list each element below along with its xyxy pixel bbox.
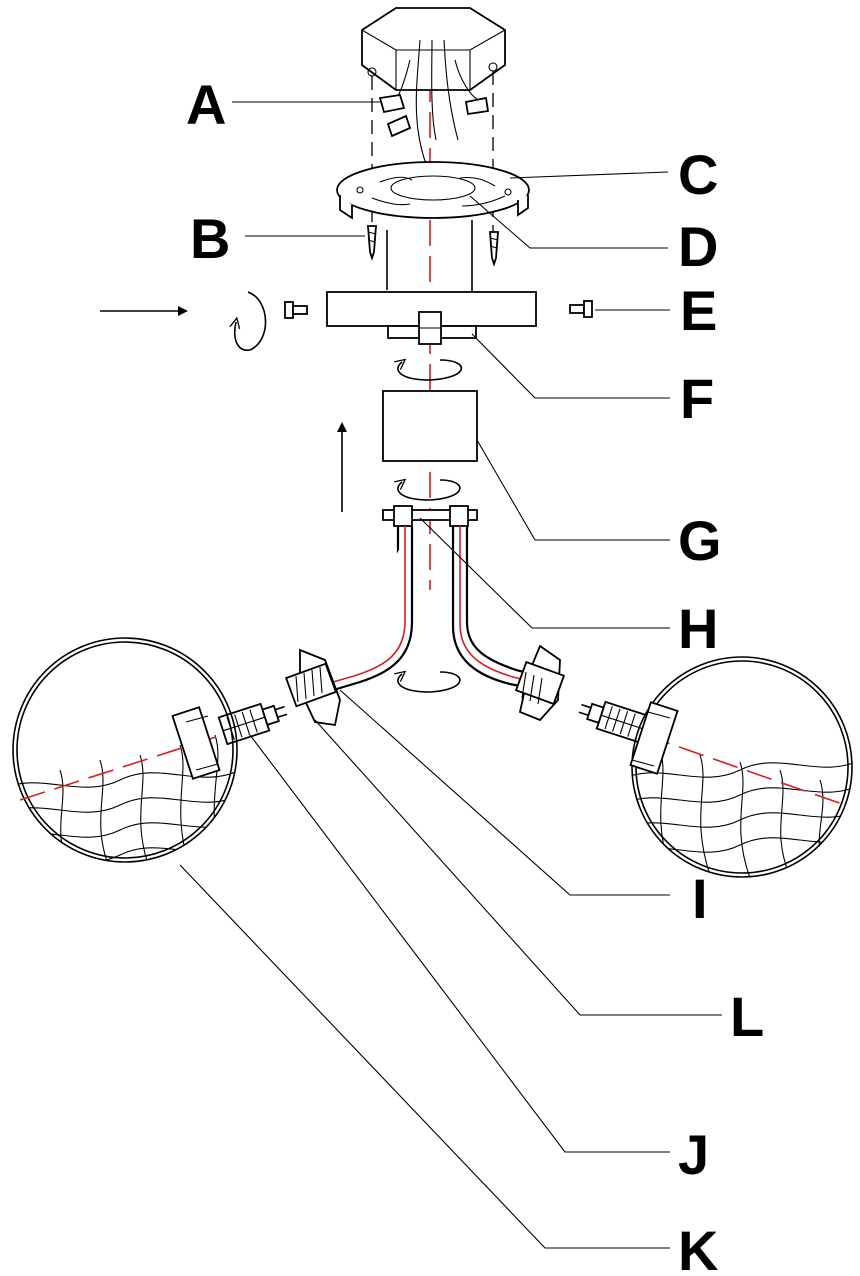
label-e: E [680,279,717,342]
label-i: I [692,867,708,930]
wire-nuts [378,93,490,138]
leader-lines [179,101,722,1249]
left-globe [12,637,238,863]
right-globe [629,656,853,878]
label-j: J [678,1123,709,1186]
canopy [326,291,537,345]
retaining-ring [235,291,267,351]
label-d: D [678,215,718,278]
mounting-plate [336,161,530,220]
label-h: H [678,597,718,660]
right-socket [514,644,566,722]
junction-box [361,7,506,191]
arms [309,526,547,696]
label-k: K [678,1219,718,1276]
side-screws [284,300,593,319]
label-c: C [678,143,718,206]
right-bulb [578,700,649,744]
label-a: A [186,73,226,136]
label-g: G [678,509,722,572]
left-socket [284,648,341,727]
label-l: L [730,985,764,1048]
label-f: F [680,367,714,430]
mounting-screws [367,225,499,267]
coupling [382,390,478,462]
label-b: B [190,207,230,270]
rotate-arrow-icon [398,360,463,693]
crossbar [382,505,478,527]
